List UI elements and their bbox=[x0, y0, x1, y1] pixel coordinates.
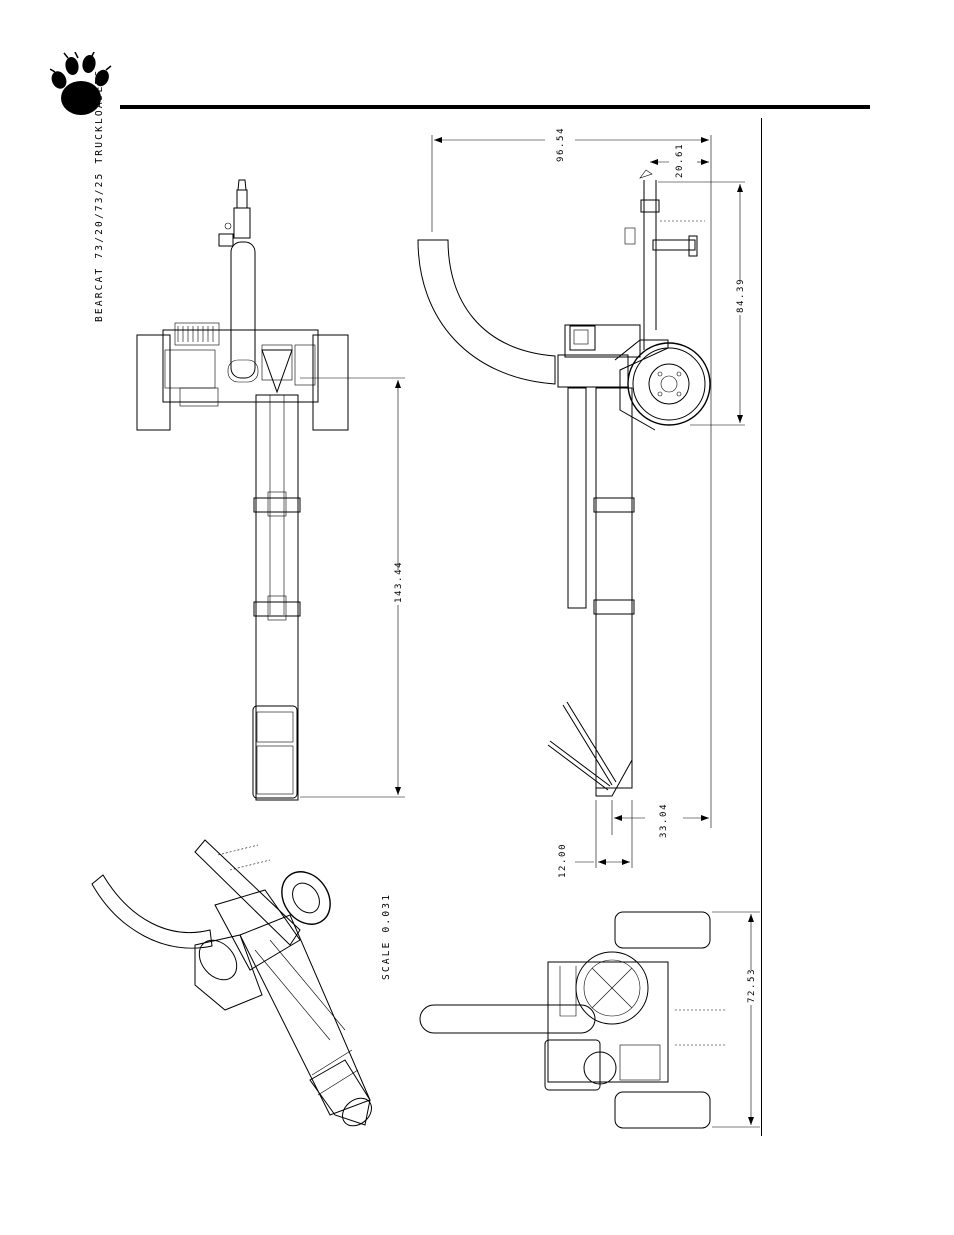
dim-hitch-offset: 20.61 bbox=[675, 143, 685, 178]
scale-label: SCALE 0.031 bbox=[381, 893, 392, 980]
top-view: 143.44 bbox=[136, 179, 405, 801]
dim-nozzle-tip: 12.00 bbox=[558, 843, 568, 878]
dim-boom-length: 143.44 bbox=[394, 561, 404, 603]
rear-view: 72.53 bbox=[419, 911, 760, 1129]
drawing-border bbox=[761, 118, 762, 1136]
header-rule bbox=[120, 105, 870, 109]
isometric-view bbox=[91, 839, 372, 1127]
dim-overall-width: 72.53 bbox=[747, 968, 757, 1003]
dim-hitch-to-wheel: 84.39 bbox=[736, 278, 746, 313]
paw-print-icon bbox=[50, 52, 112, 115]
side-view: 96.54 20.61 84.39 33.04 12.00 bbox=[417, 127, 746, 878]
dim-overall-height: 96.54 bbox=[556, 127, 566, 162]
model-title: BEARCAT 73/20/73/25 TRUCKLOADERS bbox=[94, 69, 105, 322]
dim-nozzle-offset: 33.04 bbox=[659, 803, 669, 838]
